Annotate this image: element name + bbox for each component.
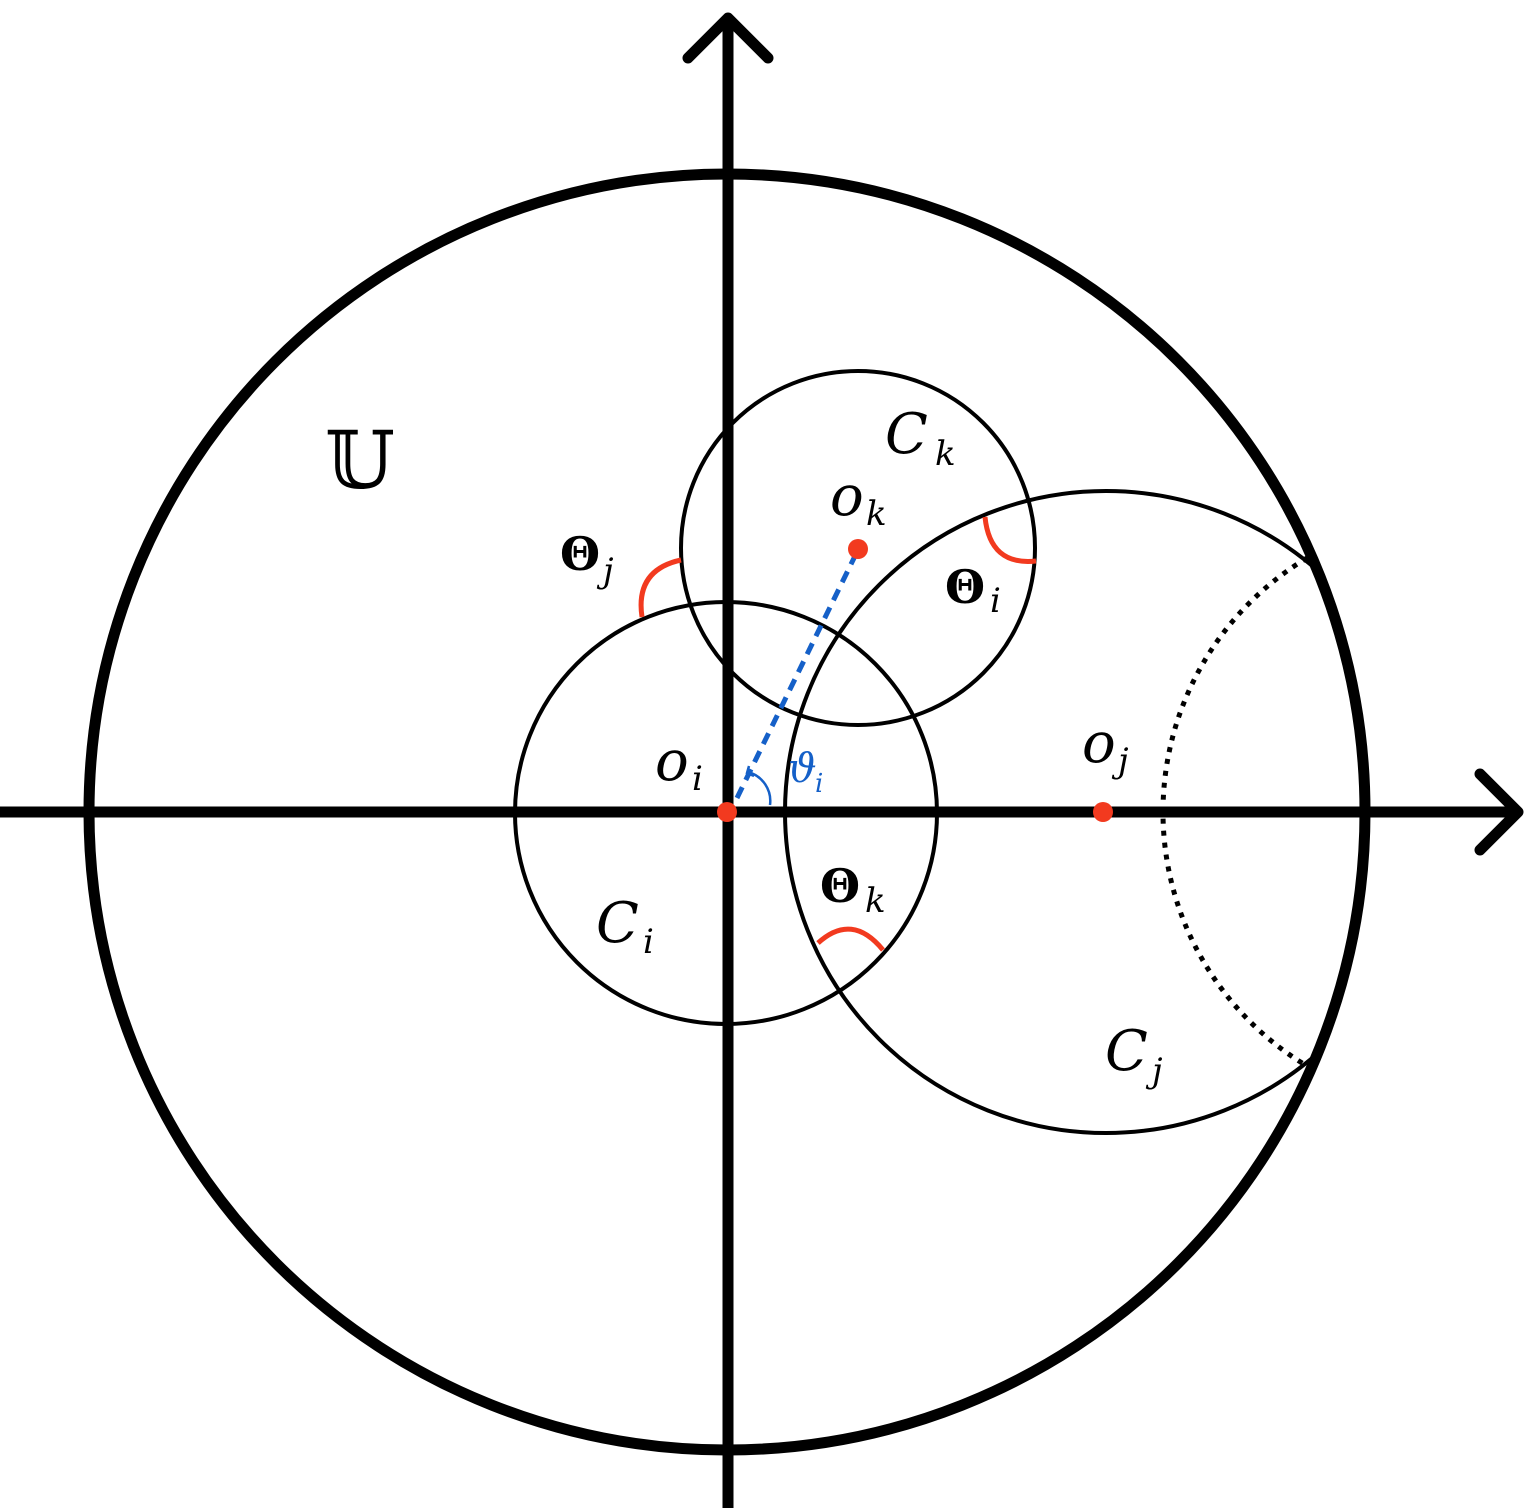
circle-c-j: [783, 489, 1365, 1135]
angle-arc-theta-i: [982, 516, 1037, 564]
x-axis-arrowhead-icon: [1474, 768, 1524, 856]
svg-text:Θ: Θ: [820, 859, 860, 913]
svg-text:o: o: [655, 729, 689, 794]
dashed-line-oi-ok: [734, 554, 858, 800]
label-o-j: o j: [1082, 711, 1129, 781]
label-c-i: C i: [596, 891, 654, 962]
center-point-o-j: [1093, 802, 1113, 822]
svg-text:ϑ: ϑ: [788, 746, 817, 792]
polar-angle-arrow-icon: [745, 765, 755, 778]
svg-text:Θ: Θ: [560, 527, 600, 581]
center-point-o-k: [848, 539, 868, 559]
label-c-k: C k: [885, 402, 956, 474]
dotted-geodesic-arc: [1160, 555, 1309, 1069]
polar-angle-arc: [747, 770, 772, 806]
svg-text:k: k: [865, 881, 886, 921]
svg-text:i: i: [643, 922, 654, 962]
label-theta-k: Θ k: [820, 859, 886, 921]
svg-text:k: k: [935, 434, 956, 474]
circle-c-i: [513, 600, 939, 1026]
svg-text:Θ: Θ: [945, 560, 985, 614]
svg-text:i: i: [815, 769, 823, 799]
label-theta-i: Θ i: [945, 560, 1001, 621]
label-c-j: C j: [1105, 1019, 1163, 1091]
axes: [0, 12, 1524, 1508]
svg-text:C: C: [596, 891, 639, 956]
label-polar-angle: ϑ i: [788, 746, 823, 799]
angle-arc-theta-j: [638, 557, 682, 618]
label-theta-j: Θ j: [560, 527, 614, 591]
svg-text:o: o: [830, 464, 864, 529]
center-point-o-i: [717, 802, 737, 822]
svg-text:k: k: [866, 494, 887, 534]
svg-text:C: C: [885, 402, 928, 467]
svg-text:i: i: [990, 581, 1001, 621]
region-label-u: 𝕌: [325, 414, 395, 507]
circle-c-k: [679, 369, 1037, 727]
svg-text:i: i: [692, 759, 703, 799]
polar-angle-marker: [745, 765, 772, 806]
unit-circle: [83, 168, 1371, 1456]
label-o-i: o i: [655, 729, 703, 799]
y-axis-arrowhead-icon: [682, 12, 774, 64]
angle-arc-theta-k: [816, 926, 885, 952]
label-o-k: o k: [830, 464, 887, 534]
svg-text:C: C: [1105, 1019, 1148, 1084]
svg-text:o: o: [1082, 711, 1116, 776]
